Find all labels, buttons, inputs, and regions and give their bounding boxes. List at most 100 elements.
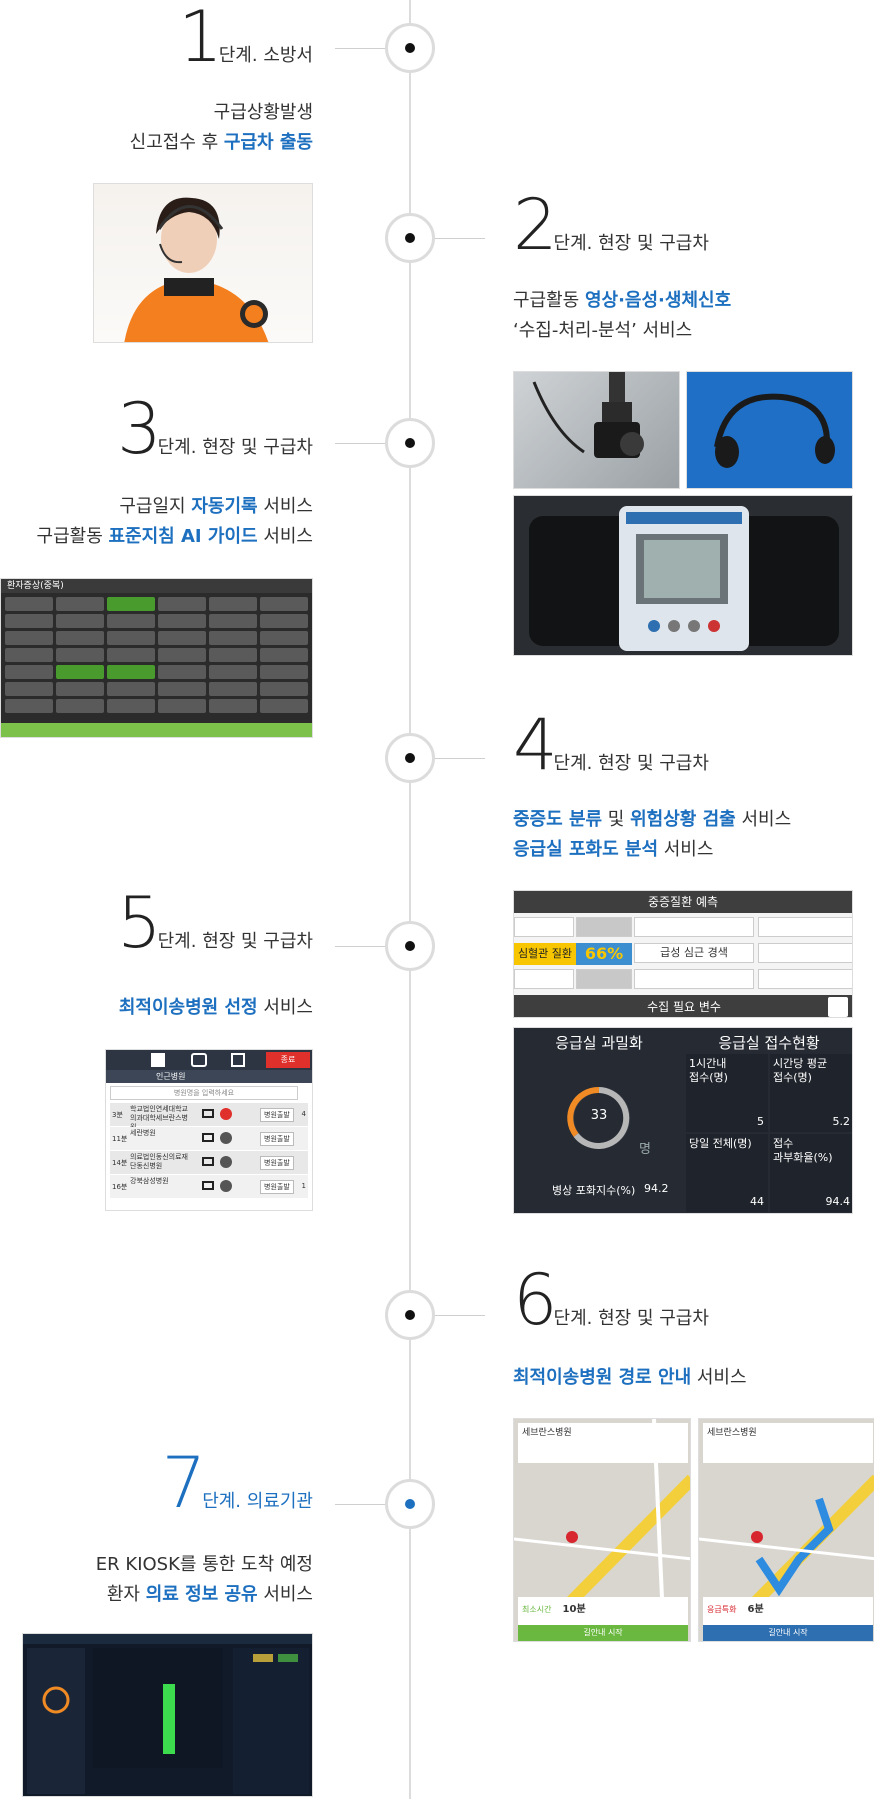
timeline-node-3 <box>385 418 435 468</box>
connector-3 <box>335 443 385 444</box>
symptom-btn[interactable] <box>158 682 206 696</box>
severity-title: 중증질환 예측 <box>514 891 852 913</box>
info-icon[interactable] <box>220 1156 232 1168</box>
headset-photo <box>686 371 853 489</box>
symptom-btn[interactable] <box>107 699 155 713</box>
depart-button[interactable]: 병원출발 <box>260 1108 294 1122</box>
symptoms-grid <box>1 593 312 717</box>
symptom-btn[interactable] <box>56 665 104 679</box>
symptom-btn[interactable] <box>209 614 257 628</box>
connector-1 <box>335 48 385 49</box>
hospital-name: 강북삼성병원 <box>130 1177 169 1185</box>
step-6-desc: 최적이송병원 경로 안내 서비스 <box>513 1367 747 1388</box>
check-icon[interactable] <box>151 1053 165 1067</box>
symptom-btn[interactable] <box>107 682 155 696</box>
symptom-btn[interactable] <box>107 631 155 645</box>
depart-button[interactable]: 병원출발 <box>260 1180 294 1194</box>
step-number: 3 <box>117 388 162 470</box>
search-input[interactable]: 병원명을 입력하세요 <box>110 1086 298 1100</box>
step-number: 2 <box>513 184 558 266</box>
er-cell: 접수 과부화율(%) 94.4 <box>770 1134 852 1212</box>
symptom-btn[interactable] <box>260 699 308 713</box>
info-icon[interactable] <box>220 1108 232 1120</box>
step-6-title: 6단계. 현장 및 구급차 <box>513 1265 709 1335</box>
camera-icon[interactable] <box>191 1053 207 1067</box>
symptom-btn[interactable] <box>209 631 257 645</box>
hospital-toolbar: 종료 <box>106 1050 312 1070</box>
er-kiosk-screen <box>22 1633 313 1797</box>
symptom-btn[interactable] <box>158 614 206 628</box>
symptom-btn[interactable] <box>56 699 104 713</box>
info-icon[interactable] <box>220 1132 232 1144</box>
symptoms-screen: 환자증상(중복) <box>0 578 313 738</box>
symptom-btn[interactable] <box>209 699 257 713</box>
step-label: 단계. 현장 및 구급차 <box>553 1308 709 1329</box>
symptom-btn[interactable] <box>158 648 206 662</box>
symptom-btn[interactable] <box>56 648 104 662</box>
nearby-label: 인근병원 <box>106 1070 312 1083</box>
symptom-btn[interactable] <box>5 682 53 696</box>
monitor-icon <box>202 1181 214 1190</box>
info-icon[interactable] <box>220 1180 232 1192</box>
connector-6 <box>435 1315 485 1316</box>
symptom-btn[interactable] <box>209 597 257 611</box>
symptom-btn[interactable] <box>107 648 155 662</box>
symptom-btn[interactable] <box>260 682 308 696</box>
symptom-btn[interactable] <box>260 631 308 645</box>
hospital-row[interactable]: 3분학교법인연세대학교의과대학세브란스병원병원출발4 <box>110 1103 308 1131</box>
symptom-btn[interactable] <box>158 699 206 713</box>
symptom-btn[interactable] <box>56 597 104 611</box>
step-2-title: 2단계. 현장 및 구급차 <box>513 190 709 260</box>
symptom-btn[interactable] <box>5 597 53 611</box>
hospital-list-screen: 종료 인근병원 병원명을 입력하세요 3분학교법인연세대학교의과대학세브란스병원… <box>105 1049 313 1211</box>
symptom-btn[interactable] <box>260 614 308 628</box>
connector-7 <box>335 1504 385 1505</box>
step-2-desc: 구급활동 영상·음성·생체신호 ‘수집-처리-분석’ 서비스 <box>513 290 732 341</box>
route-map-2: 세브란스병원 응급특화 6분 길안내 시작 <box>698 1418 874 1642</box>
row-count: 1 <box>301 1182 306 1190</box>
symptom-btn[interactable] <box>5 614 53 628</box>
symptom-btn[interactable] <box>5 699 53 713</box>
mic-icon[interactable] <box>828 997 848 1017</box>
route-info: 응급특화 6분 <box>703 1597 873 1625</box>
er-left-title: 응급실 과밀화 <box>555 1034 643 1052</box>
symptom-btn[interactable] <box>56 682 104 696</box>
symptom-btn[interactable] <box>209 648 257 662</box>
start-navigation-button[interactable]: 길안내 시작 <box>703 1625 873 1641</box>
symptom-btn[interactable] <box>158 597 206 611</box>
start-navigation-button[interactable]: 길안내 시작 <box>518 1625 688 1641</box>
depart-button[interactable]: 병원출발 <box>260 1132 294 1146</box>
close-button[interactable]: 종료 <box>266 1052 310 1068</box>
symptom-btn[interactable] <box>5 648 53 662</box>
route-info: 최소시간 10분 <box>518 1597 688 1625</box>
symptom-btn[interactable] <box>260 597 308 611</box>
timeline-node-5 <box>385 921 435 971</box>
symptom-btn[interactable] <box>107 614 155 628</box>
timeline-node-6 <box>385 1290 435 1340</box>
symptom-btn[interactable] <box>260 665 308 679</box>
er-cell: 시간당 평균 접수(명) 5.2 <box>770 1054 852 1132</box>
step-number: 6 <box>513 1259 558 1341</box>
symptom-btn[interactable] <box>56 614 104 628</box>
symptom-btn[interactable] <box>56 631 104 645</box>
route-map-1: 세브란스병원 최소시간 10분 길안내 시작 <box>513 1418 691 1642</box>
depart-button[interactable]: 병원출발 <box>260 1156 294 1170</box>
symptom-btn[interactable] <box>5 631 53 645</box>
symptom-btn[interactable] <box>107 665 155 679</box>
step-label: 단계. 의료기관 <box>202 1491 313 1512</box>
saturation-label: 병상 포화지수(%) <box>552 1184 636 1197</box>
symptom-btn[interactable] <box>158 665 206 679</box>
hospital-name: 세란병원 <box>130 1129 156 1137</box>
symptom-btn[interactable] <box>209 682 257 696</box>
list-icon[interactable] <box>231 1053 245 1067</box>
symptom-btn[interactable] <box>260 648 308 662</box>
symptom-btn[interactable] <box>158 631 206 645</box>
symptom-btn[interactable] <box>209 665 257 679</box>
symptom-btn[interactable] <box>107 597 155 611</box>
eta: 14분 <box>112 1159 128 1167</box>
timeline-node-4 <box>385 733 435 783</box>
symptom-btn[interactable] <box>5 665 53 679</box>
